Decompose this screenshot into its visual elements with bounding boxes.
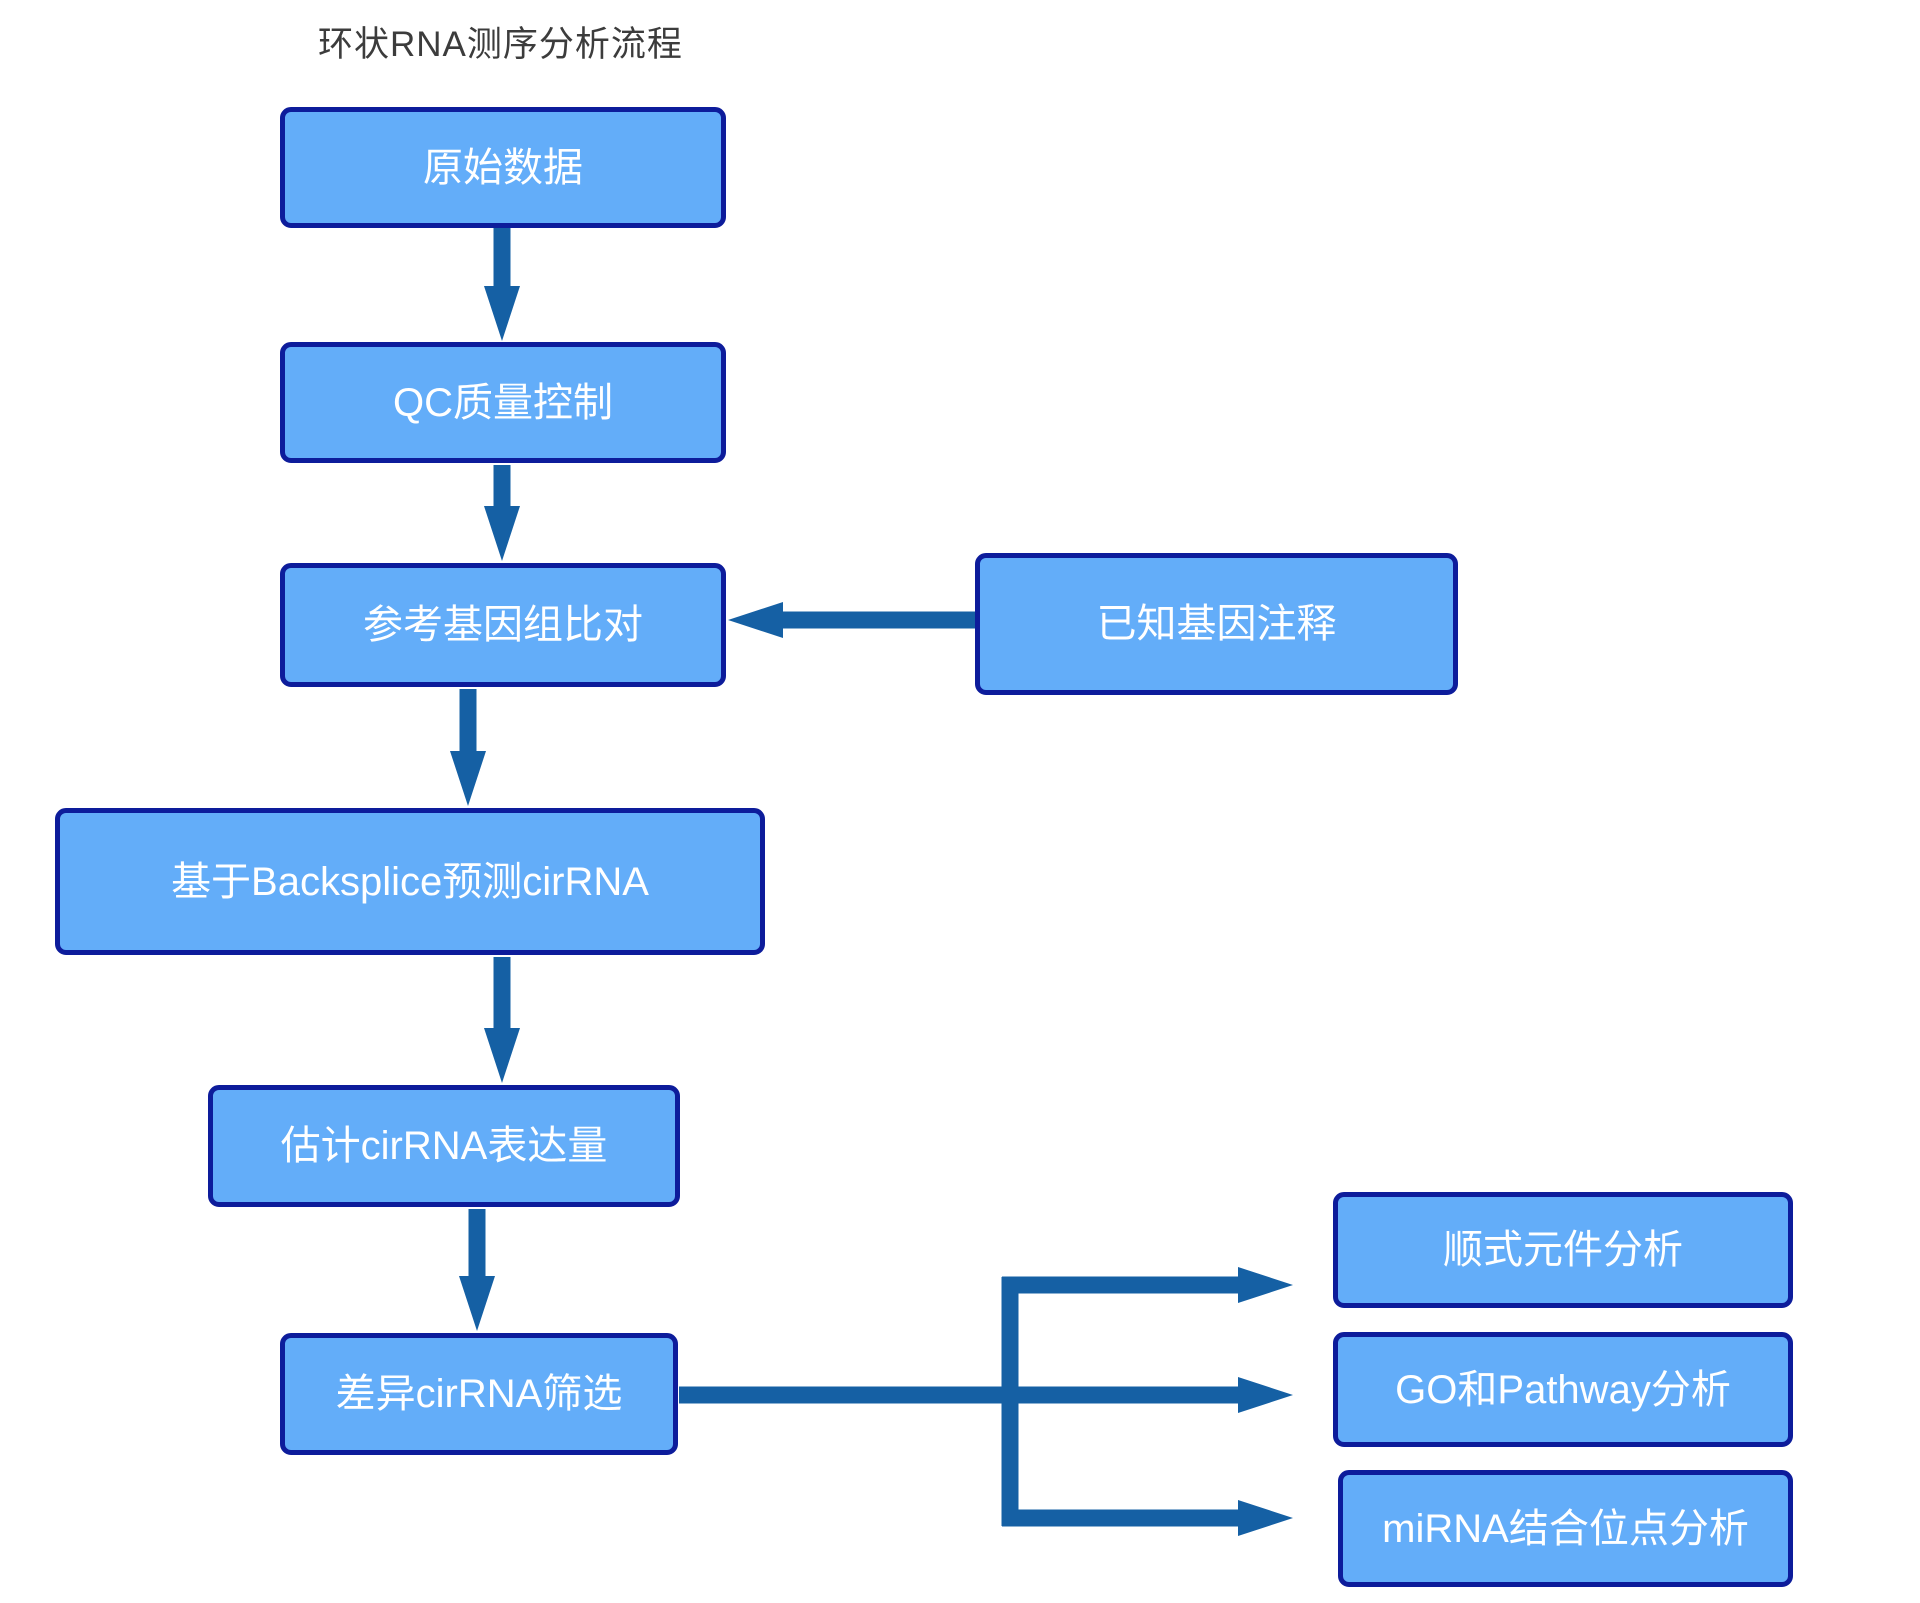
- node-backsplice-prediction: 基于Backsplice预测cirRNA: [55, 808, 765, 955]
- arrow-annotation-to-align: [728, 602, 975, 638]
- arrow-diff-branches: [679, 1267, 1293, 1536]
- node-raw-data-label: 原始数据: [423, 145, 583, 190]
- arrow-backsplice-to-expression: [484, 957, 520, 1083]
- node-differential-screening: 差异cirRNA筛选: [280, 1333, 678, 1455]
- node-known-gene-annotation-label: 已知基因注释: [1096, 602, 1337, 646]
- node-qc-label: QC质量控制: [393, 380, 613, 425]
- page-title: 环状RNA测序分析流程: [318, 25, 683, 64]
- node-go-pathway-analysis: GO和Pathway分析: [1333, 1332, 1793, 1447]
- node-go-pathway-analysis-label: GO和Pathway分析: [1395, 1367, 1731, 1412]
- node-raw-data: 原始数据: [280, 107, 726, 228]
- node-known-gene-annotation: 已知基因注释: [975, 553, 1458, 695]
- node-backsplice-prediction-label: 基于Backsplice预测cirRNA: [171, 859, 649, 904]
- node-cis-element-analysis: 顺式元件分析: [1333, 1192, 1793, 1308]
- node-qc: QC质量控制: [280, 342, 726, 463]
- node-differential-screening-label: 差异cirRNA筛选: [335, 1372, 623, 1416]
- node-expression-estimation-label: 估计cirRNA表达量: [280, 1124, 608, 1168]
- arrow-qc-to-align: [484, 465, 520, 561]
- node-cis-element-analysis-label: 顺式元件分析: [1443, 1228, 1683, 1272]
- node-mirna-binding-site-analysis-label: miRNA结合位点分析: [1382, 1506, 1749, 1551]
- node-mirna-binding-site-analysis: miRNA结合位点分析: [1338, 1470, 1793, 1587]
- arrow-raw-to-qc: [484, 227, 520, 341]
- node-expression-estimation: 估计cirRNA表达量: [208, 1085, 680, 1207]
- node-reference-alignment-label: 参考基因组比对: [363, 603, 643, 647]
- node-reference-alignment: 参考基因组比对: [280, 563, 726, 687]
- arrow-expression-to-diff: [459, 1209, 495, 1331]
- arrow-align-to-backsplice: [450, 689, 486, 806]
